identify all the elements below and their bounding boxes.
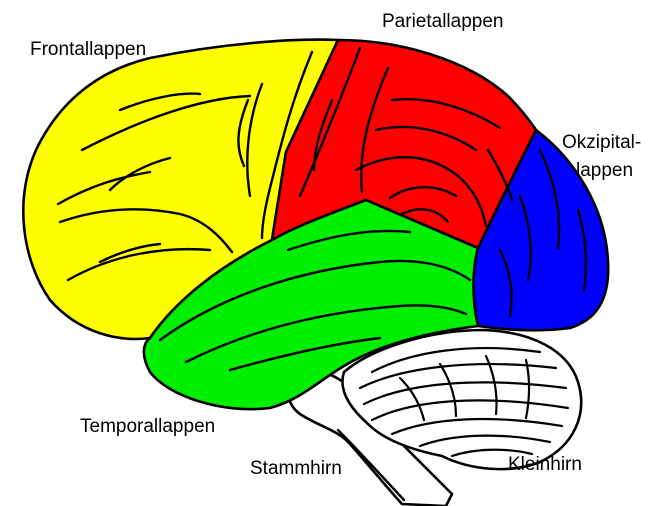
brainstem-label: Stammhirn xyxy=(250,458,342,479)
cerebellum-label: Kleinhirn xyxy=(508,454,582,475)
frontal-lobe-label: Frontallappen xyxy=(30,39,146,60)
parietal-lobe-label: Parietallappen xyxy=(382,11,503,32)
occipital-lobe-label-line1: Okzipital- xyxy=(562,132,641,153)
occipital-lobe-label-line2: lappen xyxy=(576,160,633,181)
temporal-lobe-label: Temporallappen xyxy=(80,416,215,437)
